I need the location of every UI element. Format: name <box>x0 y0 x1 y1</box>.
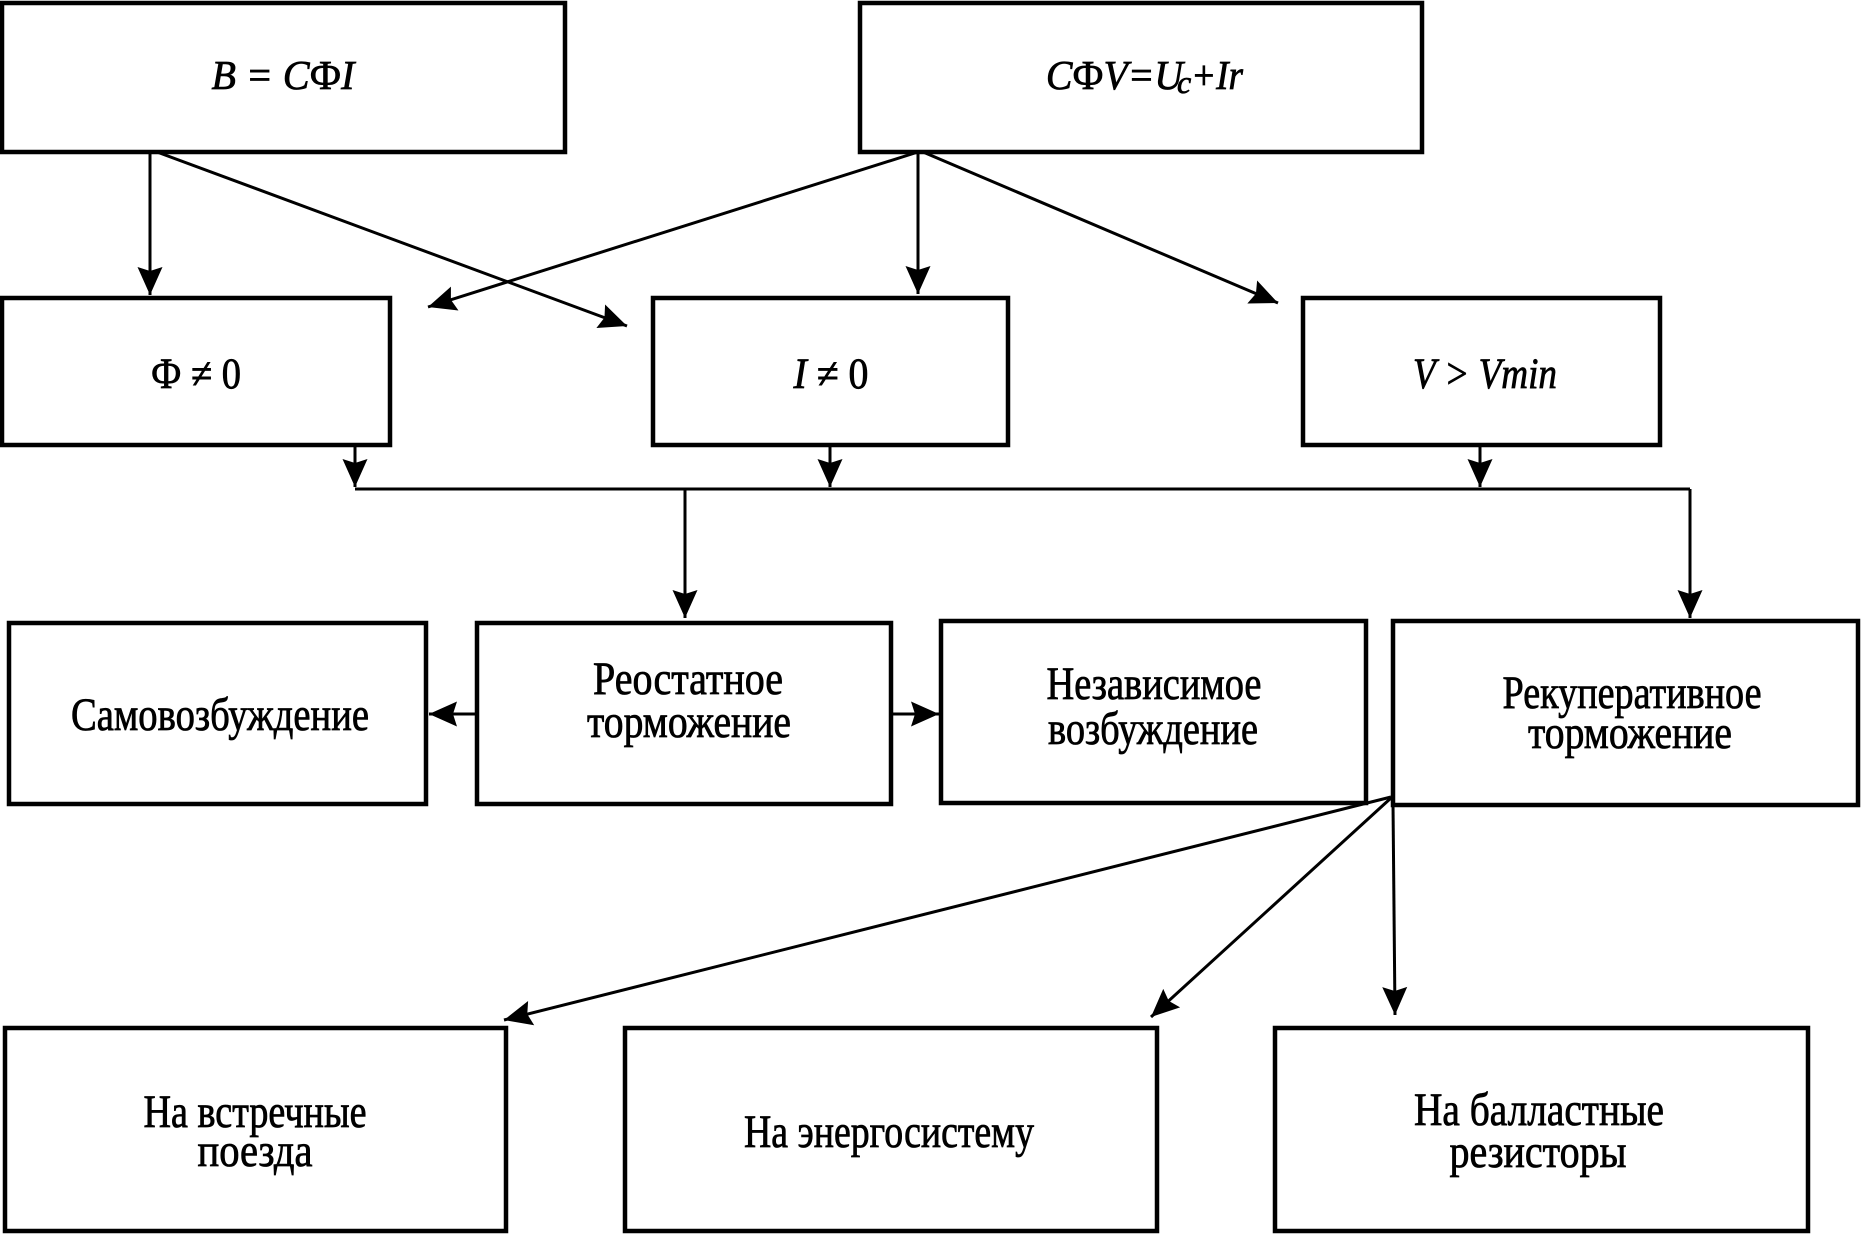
svg-text:B = CФI: B = CФI <box>212 52 357 98</box>
svg-text:Независимое: Независимое <box>1047 658 1262 710</box>
svg-text:I ≠ 0: I ≠ 0 <box>793 351 869 398</box>
svg-text:торможение: торможение <box>1528 707 1732 759</box>
svg-text:c: c <box>1177 64 1191 100</box>
svg-text:торможение: торможение <box>587 696 791 748</box>
svg-text:Ф ≠ 0: Ф ≠ 0 <box>151 351 241 398</box>
svg-text:На балластные: На балластные <box>1414 1084 1664 1136</box>
svg-text:V > Vmin: V > Vmin <box>1413 351 1557 398</box>
svg-text:резисторы: резисторы <box>1450 1126 1627 1178</box>
svg-text:Рекуперативное: Рекуперативное <box>1503 667 1762 719</box>
svg-text:возбуждение: возбуждение <box>1048 703 1258 755</box>
svg-text:+Ir: +Ir <box>1191 52 1244 98</box>
svg-text:На встречные: На встречные <box>144 1086 367 1138</box>
svg-text:поезда: поезда <box>198 1125 313 1177</box>
svg-text:Реостатное: Реостатное <box>593 653 783 705</box>
svg-text:Самовозбуждение: Самовозбуждение <box>71 689 369 741</box>
svg-text:CФV=U: CФV=U <box>1046 52 1185 98</box>
svg-text:На энергосистему: На энергосистему <box>744 1106 1034 1158</box>
